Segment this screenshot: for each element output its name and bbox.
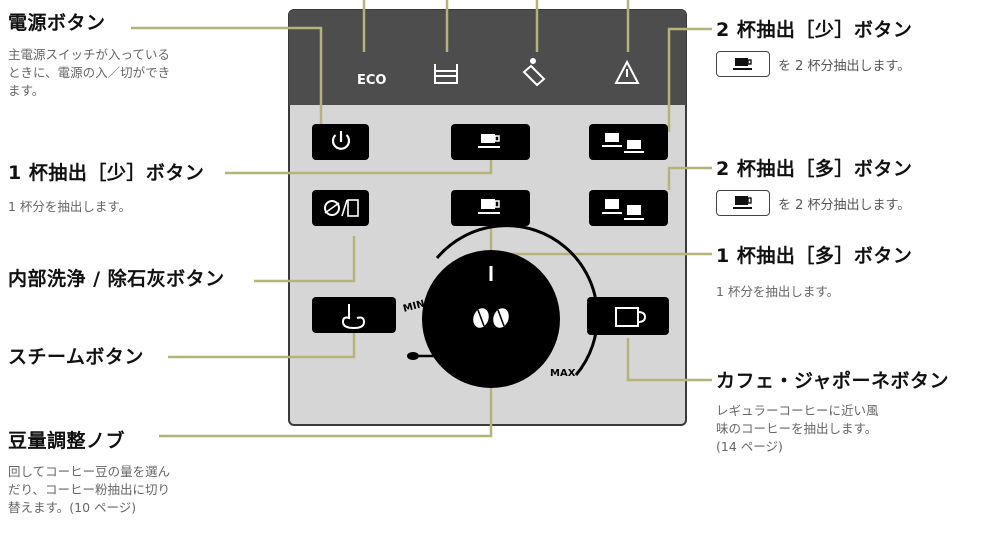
single-large-desc: 1 杯分を抽出します。 xyxy=(716,284,840,299)
double-small-button[interactable] xyxy=(589,124,668,160)
cleaning-descale-button[interactable] xyxy=(312,190,369,226)
power-button[interactable] xyxy=(312,124,369,160)
double-large-title: 2 杯抽出［多］ボタン xyxy=(716,158,913,180)
double-small-desc-row: を 2 杯分抽出します。 xyxy=(716,51,910,77)
double-large-desc: を 2 杯分抽出します。 xyxy=(778,197,911,213)
cafe-japone-title: カフェ・ジャポーネボタン xyxy=(716,370,950,392)
double-small-desc: を 2 杯分抽出します。 xyxy=(778,58,911,74)
water-tank-icon xyxy=(434,64,458,84)
descale-icon xyxy=(522,58,546,87)
single-small-title: 1 杯抽出［少］ボタン xyxy=(8,162,205,184)
double-large-desc-row: を 2 杯分抽出します。 xyxy=(716,190,910,216)
single-small-button[interactable] xyxy=(451,124,530,160)
indicator-strip xyxy=(289,10,686,105)
single-small-desc: 1 杯分を抽出します。 xyxy=(8,199,132,214)
single-large-button[interactable] xyxy=(451,190,530,226)
cafe-japone-button[interactable] xyxy=(587,297,669,335)
double-small-title: 2 杯抽出［少］ボタン xyxy=(716,19,913,41)
power-button-desc: 主電源スイッチが入っている ときに、電源の入／切ができ ます。 xyxy=(8,47,171,98)
eco-indicator: ECO xyxy=(357,73,386,88)
warning-icon xyxy=(614,59,640,84)
cleaning-title: 内部洗浄 / 除石灰ボタン xyxy=(8,268,225,290)
steam-title: スチームボタン xyxy=(8,346,144,368)
cafe-japone-desc: レギュラーコーヒーに近い風 味のコーヒーを抽出します。 (14 ページ) xyxy=(716,403,879,454)
bean-knob-desc: 回してコーヒー豆の量を選ん だり、コーヒー粉抽出に切り 替えます。(10 ページ… xyxy=(8,464,171,515)
steam-button[interactable] xyxy=(312,297,396,333)
bean-amount-knob[interactable] xyxy=(422,224,599,388)
cup-small-icon xyxy=(716,51,770,77)
power-button-title: 電源ボタン xyxy=(8,12,106,34)
callout-lines xyxy=(131,0,712,438)
single-large-title: 1 杯抽出［多］ボタン xyxy=(716,245,913,267)
knob-range-arc xyxy=(435,224,599,376)
double-large-button[interactable] xyxy=(589,190,668,226)
bean-knob-title: 豆量調整ノブ xyxy=(8,430,126,452)
knob-max-label: MAX xyxy=(550,368,576,379)
cup-large-icon xyxy=(716,190,770,216)
ground-coffee-spoon-icon xyxy=(407,352,435,360)
